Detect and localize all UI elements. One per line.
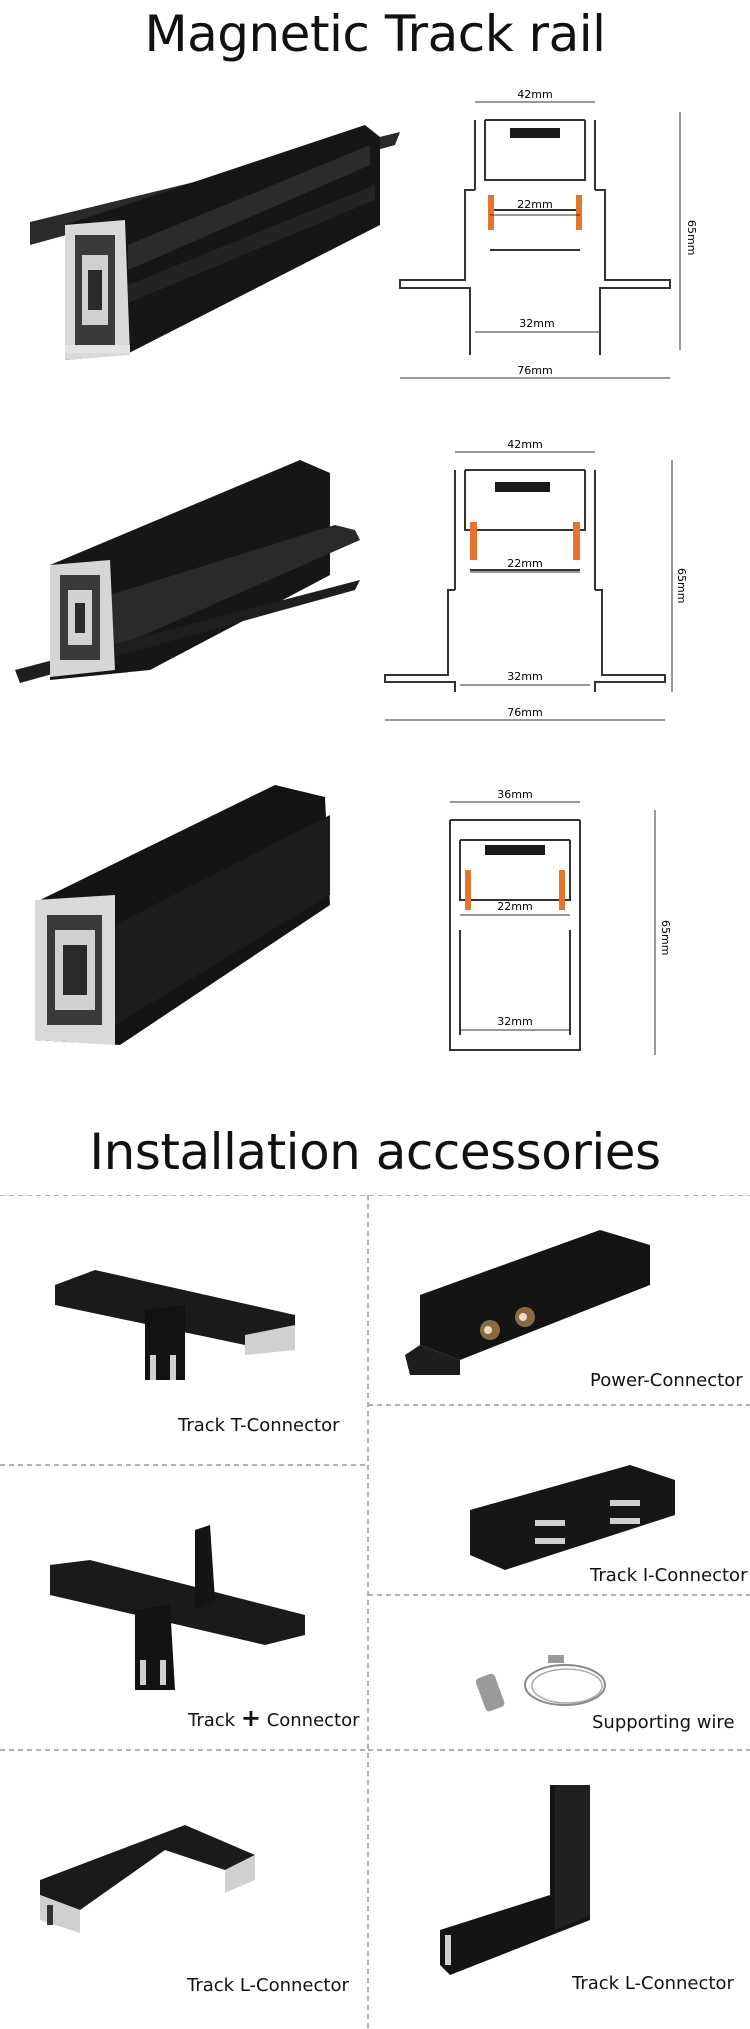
rail-2-dim-height: 65mm (675, 568, 688, 603)
plus-connector-prefix: Track (188, 1710, 236, 1731)
accessories-title: Installation accessories (89, 1123, 661, 1181)
rail-2-dim-top: 42mm (507, 438, 542, 451)
power-connector-image (405, 1230, 650, 1375)
plus-connector-label: Track + Connector (188, 1704, 360, 1732)
rail-3-dim-inner: 22mm (497, 900, 532, 913)
rail-1-dimension-drawing: 42mm 22mm 32mm 76mm 65mm (399, 88, 698, 379)
rail-1-dim-bottom: 32mm (519, 317, 554, 330)
rail-2-dimension-drawing: 42mm 22mm 32mm 76mm 65mm (384, 438, 688, 721)
rail-3-product-image (35, 785, 330, 1045)
rail-1-product-image (30, 125, 400, 360)
supporting-wire-image (475, 1655, 606, 1712)
supporting-wire-label: Supporting wire (592, 1712, 735, 1733)
rail-3-dimension-drawing: 36mm 22mm 32mm 65mm (449, 788, 672, 1055)
t-connector-label: Track T-Connector (178, 1415, 340, 1436)
plus-connector-image (50, 1525, 305, 1690)
page-title: Magnetic Track rail (144, 5, 606, 63)
rail-2-dim-bottom: 32mm (507, 670, 542, 683)
rail-3-dim-bottom: 32mm (497, 1015, 532, 1028)
rail-2-dim-inner: 22mm (507, 557, 542, 570)
l-connector-left-image (40, 1825, 255, 1933)
rail-2-product-image (15, 460, 360, 683)
rail-3-dim-top: 36mm (497, 788, 532, 801)
i-connector-image (470, 1465, 675, 1570)
plus-connector-suffix: Connector (266, 1710, 360, 1731)
rail-2-dim-overall: 76mm (507, 706, 542, 719)
t-connector-image (55, 1270, 295, 1380)
l-connector-right-label: Track L-Connector (572, 1973, 734, 1994)
accessories-grid-lines (0, 1195, 750, 2029)
rail-1-dim-overall: 76mm (517, 364, 552, 377)
rail-1-dim-inner: 22mm (517, 198, 552, 211)
i-connector-label: Track I-Connector (590, 1565, 748, 1586)
rail-3-dim-height: 65mm (659, 920, 672, 955)
rail-1-dim-height: 65mm (685, 220, 698, 255)
plus-symbol: + (240, 1704, 261, 1732)
rail-1-dim-top: 42mm (517, 88, 552, 101)
l-connector-right-image (440, 1785, 590, 1975)
l-connector-left-label: Track L-Connector (187, 1975, 349, 1996)
power-connector-label: Power-Connector (590, 1370, 743, 1391)
